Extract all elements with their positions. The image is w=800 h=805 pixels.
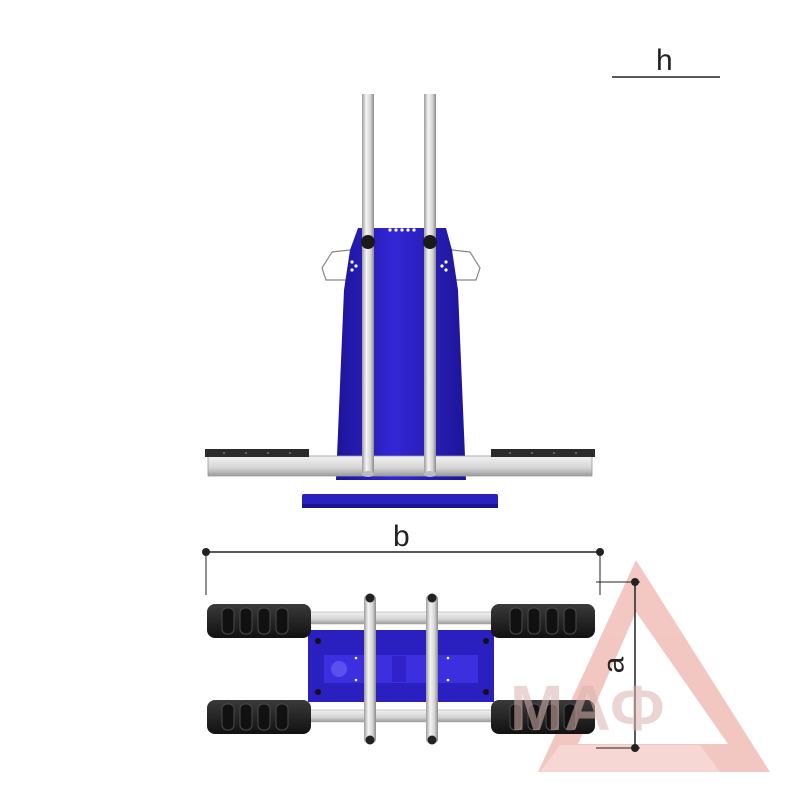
top-footpad-left-upper (207, 604, 311, 638)
depth-label: a (597, 656, 631, 674)
top-left-handle (364, 594, 376, 744)
watermark-text: МАФ (510, 672, 666, 744)
left-pivot (361, 235, 375, 249)
dimension-lines (202, 76, 720, 752)
top-right-handle (426, 594, 438, 744)
body-holes (350, 228, 450, 490)
left-handle (362, 94, 374, 476)
front-view (205, 94, 595, 508)
step-bar (207, 455, 593, 477)
top-footpad-left-lower (207, 700, 311, 734)
right-footpad (491, 449, 595, 457)
right-handle (424, 94, 436, 476)
width-label: b (393, 520, 410, 553)
watermark-logo (538, 560, 770, 772)
top-footpad-right-lower (491, 700, 595, 734)
left-bracket (321, 249, 352, 281)
right-bracket (450, 249, 481, 281)
right-pivot (423, 235, 437, 249)
top-view (207, 593, 595, 745)
top-footpad-right-upper (491, 604, 595, 638)
left-footpad (205, 449, 309, 457)
height-label: h (656, 44, 673, 77)
